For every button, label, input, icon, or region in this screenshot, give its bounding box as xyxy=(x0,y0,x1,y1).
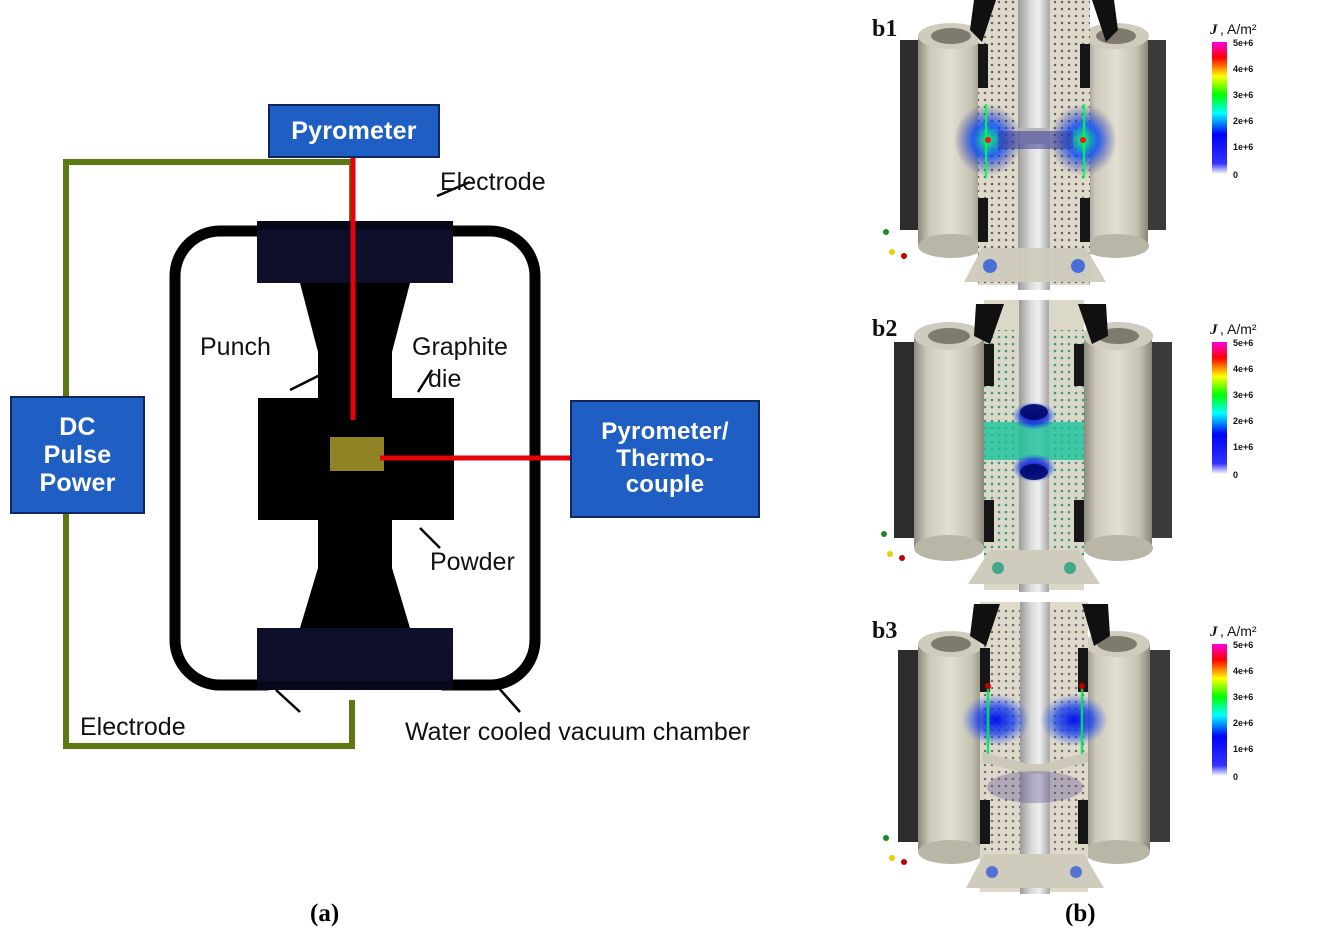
label-electrode-bottom: Electrode xyxy=(80,713,186,741)
simulation-panel-b1: b1 xyxy=(860,0,1328,298)
svg-text:J: J xyxy=(1209,22,1218,38)
simulation-panel-b3: b3 xyxy=(860,602,1328,902)
panel-a-schematic: Pyrometer DC Pulse Power Pyrometer/ Ther… xyxy=(10,104,760,927)
svg-text:3e+6: 3e+6 xyxy=(1233,692,1253,702)
svg-text:5e+6: 5e+6 xyxy=(1233,640,1253,650)
svg-text:4e+6: 4e+6 xyxy=(1233,666,1253,676)
svg-text:4e+6: 4e+6 xyxy=(1233,64,1253,74)
svg-text:5e+6: 5e+6 xyxy=(1233,38,1253,48)
simulation-label-b1: b1 xyxy=(872,16,898,42)
simulation-panel-b2: b2 xyxy=(860,300,1328,598)
simulation-label-b2: b2 xyxy=(872,316,898,342)
punch-bottom xyxy=(300,520,410,628)
svg-text:, A/m²: , A/m² xyxy=(1220,21,1257,37)
svg-text:0: 0 xyxy=(1233,772,1238,782)
svg-text:3e+6: 3e+6 xyxy=(1233,390,1253,400)
svg-text:2e+6: 2e+6 xyxy=(1233,116,1253,126)
svg-text:1e+6: 1e+6 xyxy=(1233,142,1253,152)
colorbar-b2: J , A/m² 5e+6 4e+6 3e+6 2e+6 1e+6 0 xyxy=(1204,318,1326,503)
pyrometer-thermocouple-label: Pyrometer/ Thermo- couple xyxy=(601,417,729,499)
svg-text:2e+6: 2e+6 xyxy=(1233,718,1253,728)
label-punch: Punch xyxy=(200,333,271,361)
label-vacuum-chamber: Water cooled vacuum chamber xyxy=(405,718,751,746)
powder-sample xyxy=(330,437,384,471)
caption-b: (b) xyxy=(1065,900,1096,927)
axis-triad-icon xyxy=(881,531,905,561)
svg-text:J: J xyxy=(1209,322,1218,338)
dc-pulse-power-label: DC Pulse Power xyxy=(39,413,116,497)
colorbar-b3: J , A/m² 5e+6 4e+6 3e+6 2e+6 1e+6 0 xyxy=(1204,620,1326,805)
label-graphite-die-line1: Graphite xyxy=(412,333,508,361)
label-powder: Powder xyxy=(430,548,515,576)
leader-lines xyxy=(275,180,521,713)
axis-triad-icon xyxy=(883,229,907,259)
fea-render-b3 xyxy=(883,602,1170,894)
pyrometer-thermocouple-box[interactable]: Pyrometer/ Thermo- couple xyxy=(570,400,760,518)
pyrometer-box[interactable]: Pyrometer xyxy=(268,104,440,158)
svg-text:3e+6: 3e+6 xyxy=(1233,90,1253,100)
pyrometer-box-label: Pyrometer xyxy=(291,117,417,145)
svg-text:4e+6: 4e+6 xyxy=(1233,364,1253,374)
svg-text:1e+6: 1e+6 xyxy=(1233,744,1253,754)
fea-render-b1 xyxy=(883,0,1166,290)
svg-text:5e+6: 5e+6 xyxy=(1233,338,1253,348)
svg-text:, A/m²: , A/m² xyxy=(1220,623,1257,639)
simulation-label-b3: b3 xyxy=(872,618,898,644)
svg-text:2e+6: 2e+6 xyxy=(1233,416,1253,426)
label-electrode-top: Electrode xyxy=(440,168,546,196)
fea-render-b2 xyxy=(881,300,1172,592)
svg-text:0: 0 xyxy=(1233,470,1238,480)
dc-pulse-power-box[interactable]: DC Pulse Power xyxy=(10,396,145,514)
svg-text:, A/m²: , A/m² xyxy=(1220,321,1257,337)
sps-schematic-drawing xyxy=(63,158,572,749)
colorbar-b1: J , A/m² 5e+6 4e+6 3e+6 2e+6 1e+6 0 xyxy=(1204,18,1326,203)
optical-measurement-lines xyxy=(350,158,572,461)
axis-triad-icon xyxy=(883,835,907,865)
label-graphite-die-line2: die xyxy=(428,365,462,393)
electrode-bottom xyxy=(257,628,453,690)
svg-text:0: 0 xyxy=(1233,170,1238,180)
caption-a: (a) xyxy=(310,900,340,927)
svg-text:J: J xyxy=(1209,624,1218,640)
panel-b-simulations: b1 xyxy=(860,0,1328,942)
svg-text:1e+6: 1e+6 xyxy=(1233,442,1253,452)
